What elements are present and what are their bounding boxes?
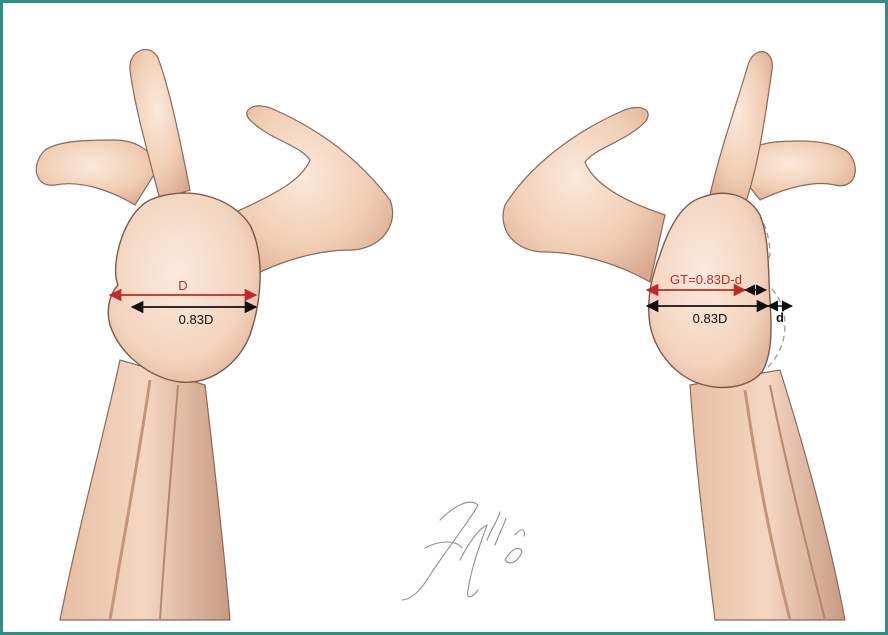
- left-acromion: [36, 140, 160, 205]
- right-label-GT: GT=0.83D-d: [670, 272, 742, 287]
- artist-signature-icon: [402, 502, 524, 600]
- right-label-width: 0.83D: [693, 311, 728, 326]
- right-scapula-shaft: [690, 370, 845, 620]
- right-scapula: GT=0.83D-d 0.83D d: [503, 52, 855, 620]
- left-scapula: D 0.83D: [36, 49, 392, 620]
- left-label-D: D: [178, 278, 187, 293]
- left-scapula-shaft: [60, 360, 230, 620]
- left-label-width: 0.83D: [179, 312, 214, 327]
- right-label-d: d: [776, 310, 784, 325]
- right-scapular-spine: [503, 107, 665, 282]
